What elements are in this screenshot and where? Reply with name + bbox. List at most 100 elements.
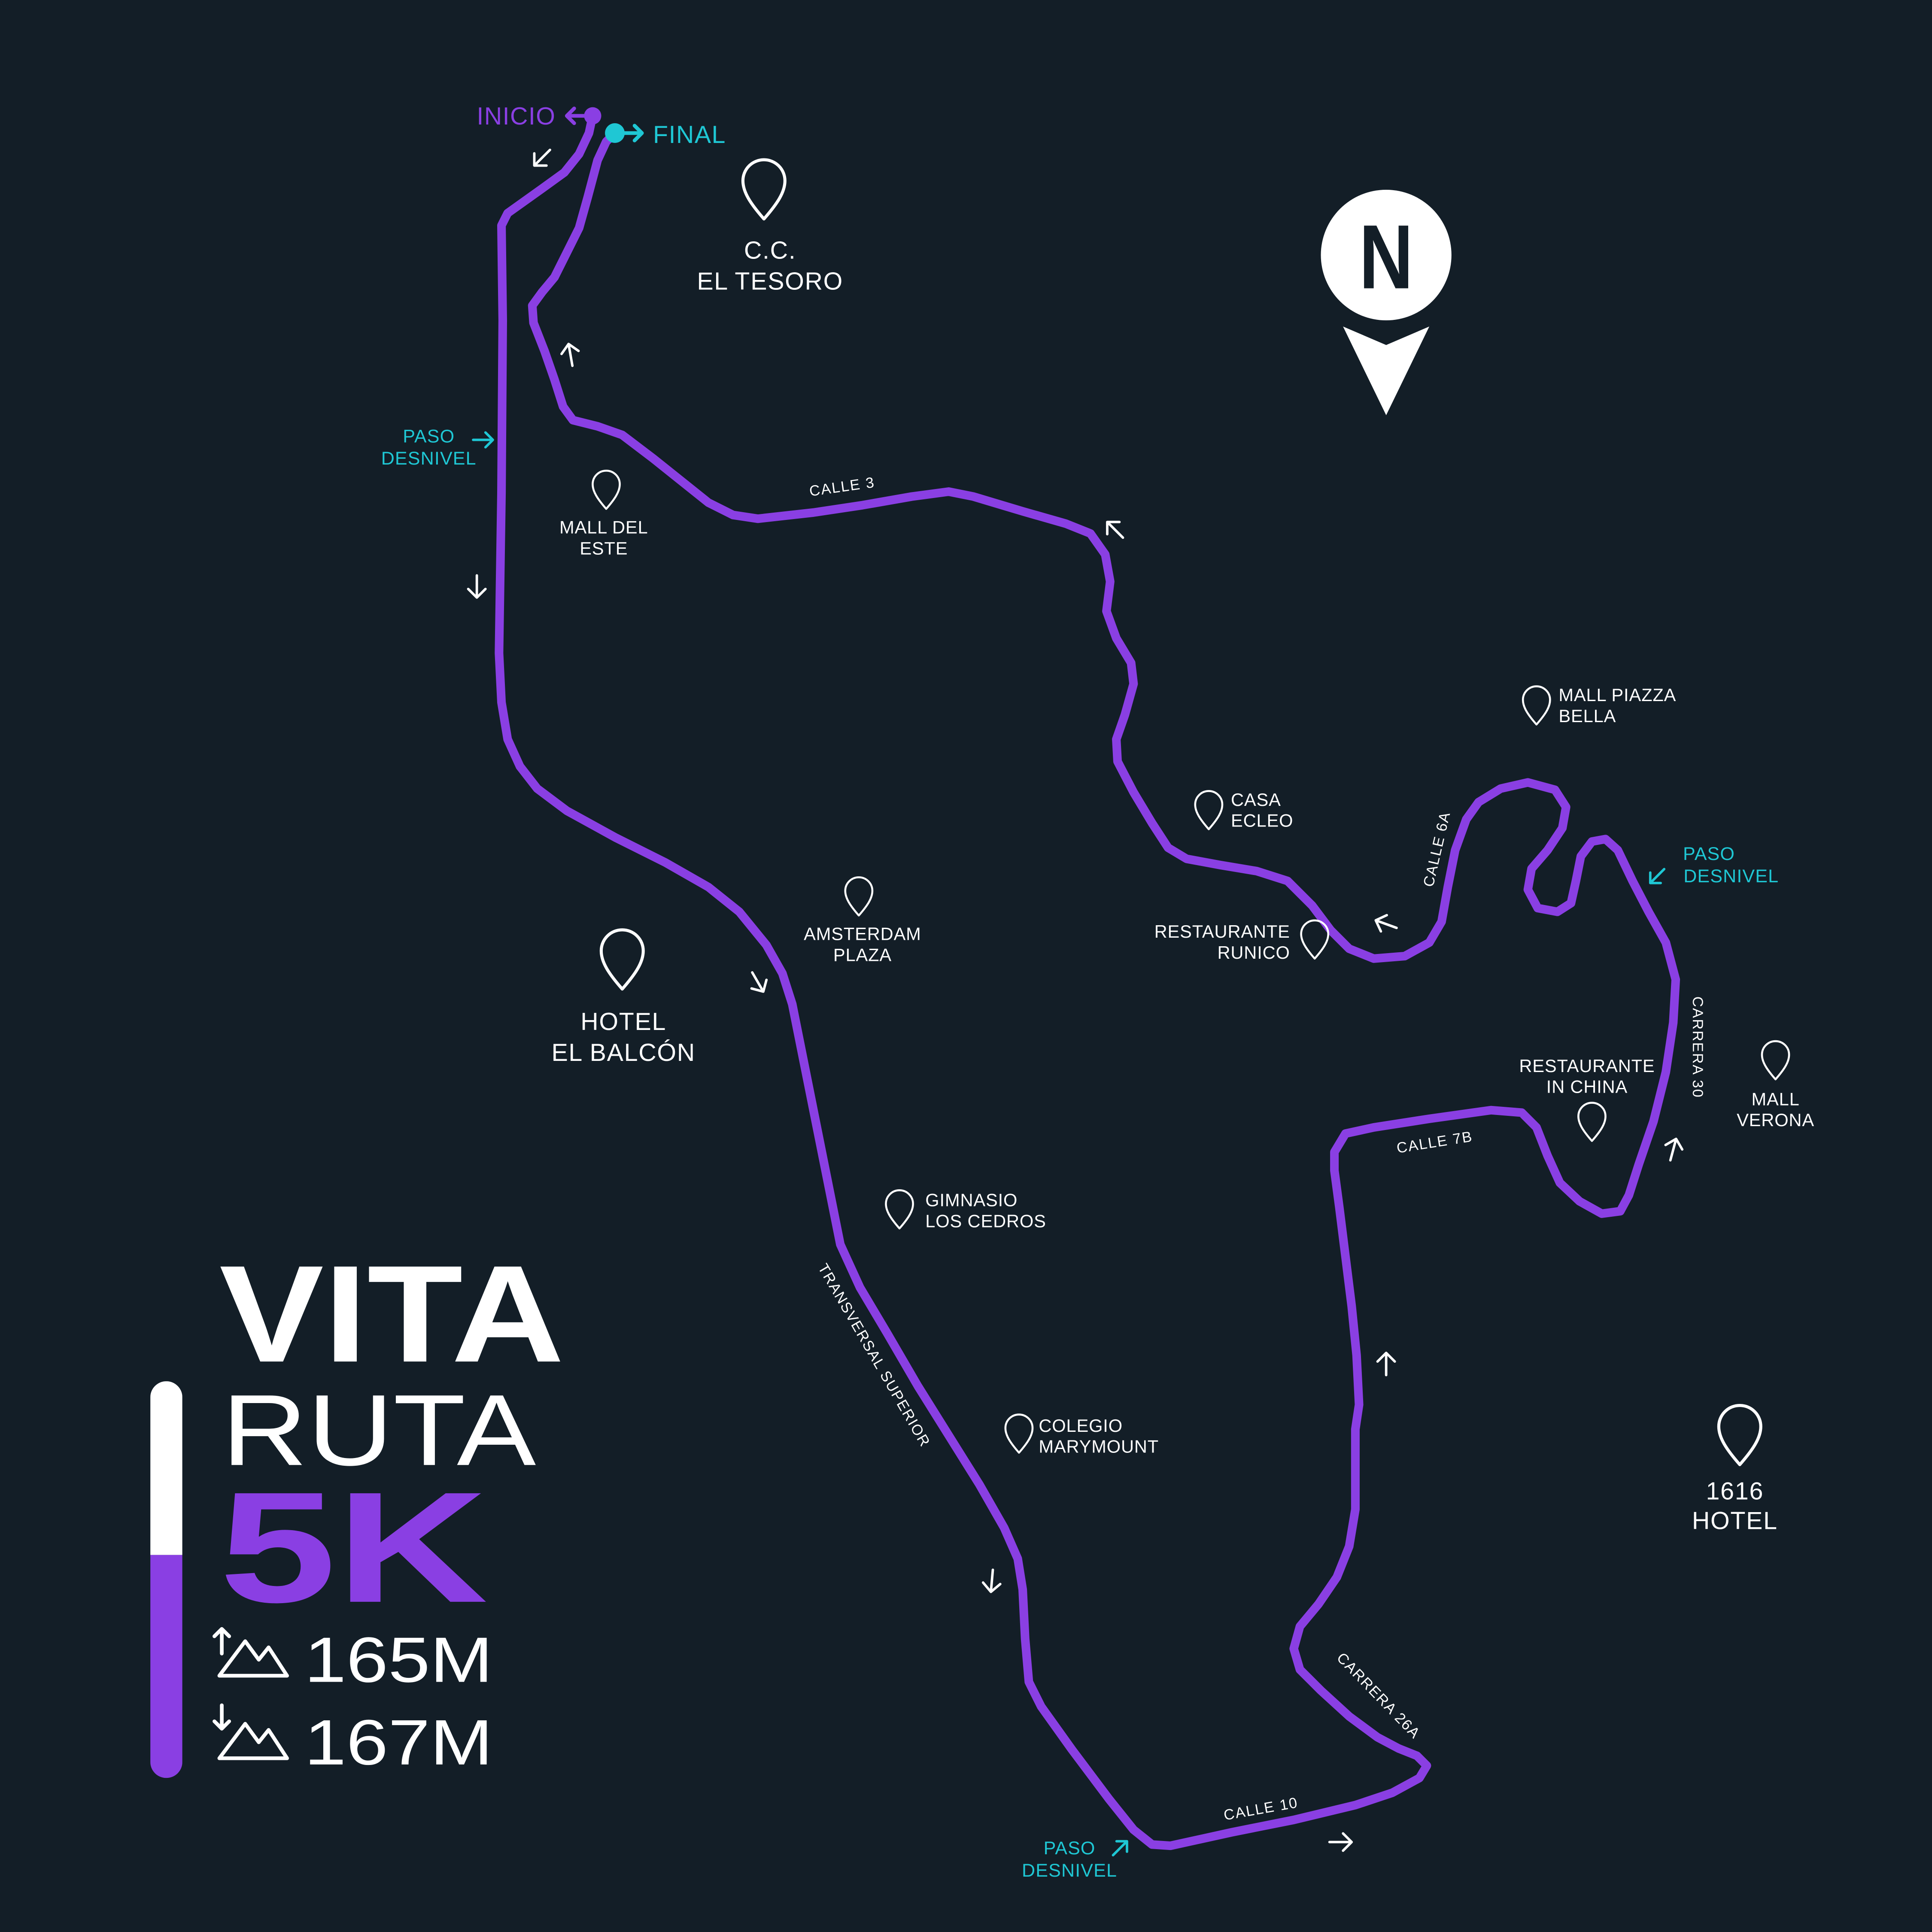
map-pin-icon — [1004, 1413, 1034, 1454]
underpass-west: PASO DESNIVEL — [381, 426, 494, 469]
elevation-loss-value: 167M — [304, 1707, 493, 1778]
brand-title: VITA — [219, 1237, 565, 1391]
finish-dot — [605, 123, 625, 143]
map-pin-icon — [1761, 1040, 1790, 1081]
landmark-gimnasio-los-cedros: GIMNASIO LOS CEDROS — [885, 1189, 1046, 1231]
landmark-label: MALL DEL — [559, 517, 648, 538]
landmark-label: 1616 — [1706, 1478, 1764, 1505]
landmark-label: C.C. — [744, 237, 796, 264]
landmark-label: COLEGIO — [1039, 1416, 1123, 1436]
start-dot — [584, 107, 601, 125]
landmark-label: LOS CEDROS — [925, 1211, 1046, 1231]
direction-arrow-icon — [533, 149, 551, 167]
start-label: INICIO — [477, 103, 556, 130]
compass-circle — [1321, 189, 1452, 321]
underpass-south: PASO DESNIVEL — [1022, 1838, 1128, 1881]
underpass-label: PASO — [1044, 1838, 1096, 1859]
side-bar — [150, 1381, 182, 1778]
underpass-label: PASO — [1683, 844, 1735, 864]
direction-arrow-icon — [1328, 1832, 1353, 1852]
landmark-casa-ecleo: CASA ECLEO — [1194, 790, 1293, 831]
direction-arrow-icon — [1376, 1352, 1396, 1376]
landmark-label: ECLEO — [1231, 811, 1293, 831]
landmark-label: BELLA — [1558, 706, 1616, 726]
underpass-label: DESNIVEL — [381, 448, 477, 469]
map-pin-icon — [1194, 790, 1224, 830]
underpass-east: PASO DESNIVEL — [1649, 844, 1779, 887]
map-pin-icon — [1717, 1404, 1762, 1467]
side-bar-bottom — [150, 1555, 182, 1778]
map-pin-icon — [1300, 919, 1330, 960]
landmark-label: EL TESORO — [697, 267, 843, 295]
landmark-label: HOTEL — [1692, 1507, 1778, 1535]
elevation-loss-icon — [213, 1703, 289, 1760]
finish-marker: FINAL — [605, 121, 726, 149]
landmark-label: HOTEL — [580, 1008, 666, 1036]
landmark-label: EL BALCÓN — [551, 1039, 695, 1066]
underpass-label: DESNIVEL — [1022, 1860, 1117, 1881]
landmark-label: MALL PIAZZA — [1558, 685, 1676, 705]
landmark-label: ESTE — [580, 538, 628, 558]
landmark-label: IN CHINA — [1546, 1077, 1628, 1097]
landmark-mall-del-este: MALL DEL ESTE — [559, 470, 648, 558]
finish-label: FINAL — [653, 121, 726, 149]
direction-arrow-icon — [981, 1568, 1002, 1593]
start-marker: INICIO — [477, 103, 601, 130]
direction-arrows — [467, 149, 1684, 1852]
landmark-restaurante-in-china: RESTAURANTE IN CHINA — [1519, 1056, 1655, 1142]
map-pin-icon — [844, 876, 874, 917]
street-label: CARRERA 30 — [1689, 996, 1706, 1098]
elevation-gain-icon — [213, 1627, 289, 1678]
landmark-label: GIMNASIO — [925, 1190, 1018, 1210]
landmark-label: CASA — [1231, 790, 1281, 810]
direction-arrow-icon — [467, 574, 487, 599]
map-pin-icon — [1577, 1102, 1607, 1142]
landmark-1616-hotel: 1616 HOTEL — [1692, 1404, 1778, 1535]
north-compass-icon: N — [1321, 189, 1452, 416]
landmark-label: RESTAURANTE — [1154, 921, 1290, 942]
landmark-label: RUNICO — [1217, 942, 1290, 963]
landmark-restaurante-runico: RESTAURANTE RUNICO — [1154, 919, 1330, 963]
landmark-mall-piazza-bella: MALL PIAZZA BELLA — [1522, 685, 1676, 726]
underpass-arrow-icon — [472, 431, 494, 449]
elevation-gain-value: 165M — [304, 1624, 493, 1695]
compass-pointer — [1343, 326, 1430, 416]
route-title: RUTA — [222, 1373, 536, 1486]
compass-letter: N — [1359, 207, 1413, 308]
map-pin-icon — [592, 470, 621, 510]
underpass-arrow-icon — [1112, 1840, 1128, 1856]
map-pin-icon — [1522, 685, 1551, 726]
landmark-mall-verona: MALL VERONA — [1737, 1040, 1814, 1130]
direction-arrow-icon — [1106, 520, 1124, 539]
map-pin-icon — [741, 158, 787, 221]
landmark-label: AMSTERDAM — [804, 924, 921, 944]
underpass-label: PASO — [403, 426, 455, 447]
landmark-label: MALL — [1751, 1089, 1799, 1109]
direction-arrow-icon — [750, 971, 768, 993]
landmark-label: PLAZA — [833, 945, 892, 965]
landmark-hotel-el-balcon: HOTEL EL BALCÓN — [551, 928, 695, 1066]
landmark-amsterdam-plaza: AMSTERDAM PLAZA — [804, 876, 921, 965]
route-path — [495, 111, 1680, 1850]
elevation-loss: 167M — [213, 1703, 493, 1778]
landmark-label: MARYMOUNT — [1039, 1437, 1159, 1457]
title-block: VITA RUTA 5K 165M 167M — [150, 1237, 564, 1778]
direction-arrow-icon — [560, 343, 580, 367]
distance-title: 5K — [219, 1459, 488, 1635]
landmark-colegio-marymount: COLEGIO MARYMOUNT — [1004, 1413, 1159, 1457]
landmark-cc-el-tesoro: C.C. EL TESORO — [697, 158, 843, 295]
map-pin-icon — [599, 928, 645, 991]
finish-arrow-icon — [620, 124, 644, 143]
landmark-label: VERONA — [1737, 1110, 1814, 1130]
start-arrow-icon — [565, 106, 591, 125]
landmark-label: RESTAURANTE — [1519, 1056, 1655, 1076]
elevation-gain: 165M — [213, 1624, 493, 1695]
underpass-arrow-icon — [1649, 868, 1666, 884]
underpass-label: DESNIVEL — [1683, 866, 1779, 887]
direction-arrow-icon — [1374, 914, 1398, 933]
side-bar-top — [150, 1381, 182, 1555]
map-pin-icon — [885, 1189, 914, 1230]
direction-arrow-icon — [1664, 1137, 1684, 1162]
